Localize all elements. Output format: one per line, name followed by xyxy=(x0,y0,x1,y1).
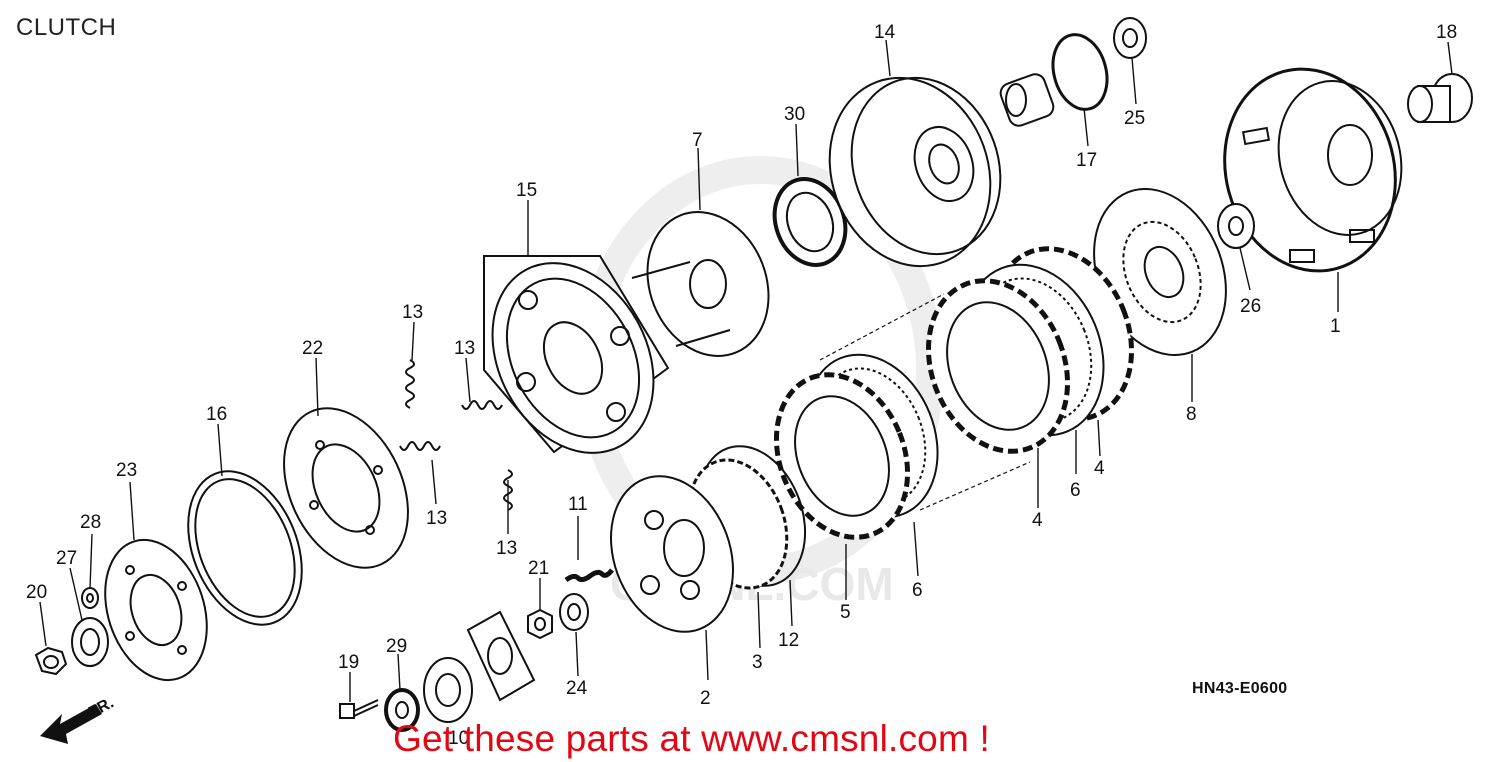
front-arrow: FR. xyxy=(40,694,117,744)
label-part-6[interactable]: 6 xyxy=(1070,480,1081,501)
part-number-labels: 1 2 3 4 4 5 6 6 7 8 10 11 12 13 13 13 13… xyxy=(26,22,1457,749)
part-29-bearing[interactable] xyxy=(384,688,420,732)
part-25-washer[interactable] xyxy=(1113,17,1147,59)
leader-lines xyxy=(39,39,1453,702)
label-part-26[interactable]: 26 xyxy=(1240,296,1261,317)
label-part-12[interactable]: 12 xyxy=(778,630,799,651)
part-1-clutch-outer[interactable] xyxy=(1202,50,1418,291)
label-part-4[interactable]: 4 xyxy=(1094,458,1105,479)
part-22-plate[interactable] xyxy=(260,388,433,588)
part-15-clutch-weights[interactable] xyxy=(461,235,686,481)
label-part-15[interactable]: 15 xyxy=(516,180,537,201)
part-24-washer[interactable] xyxy=(559,593,589,631)
label-part-28[interactable]: 28 xyxy=(80,512,101,533)
part-14-clutch-drum[interactable] xyxy=(804,55,1025,289)
label-part-23[interactable]: 23 xyxy=(116,460,137,481)
part-30-one-way-clutch[interactable] xyxy=(763,169,857,275)
part-20-nut[interactable] xyxy=(34,646,68,676)
label-part-22[interactable]: 22 xyxy=(302,338,323,359)
label-part-27[interactable]: 27 xyxy=(56,548,77,569)
part-9-plate[interactable] xyxy=(466,610,536,702)
label-part-11[interactable]: 11 xyxy=(568,494,588,515)
label-part-6[interactable]: 6 xyxy=(912,580,923,601)
label-part-16[interactable]: 16 xyxy=(206,404,227,425)
label-part-25[interactable]: 25 xyxy=(1124,108,1145,129)
label-part-24[interactable]: 24 xyxy=(566,678,588,699)
part-27-washer[interactable] xyxy=(71,617,109,667)
part-13-spring-b[interactable] xyxy=(461,400,503,410)
part-16-ring[interactable] xyxy=(167,454,323,641)
label-part-14[interactable]: 14 xyxy=(874,22,896,43)
promo-link[interactable]: Get these parts at www.cmsnl.com ! xyxy=(393,718,990,759)
label-part-21[interactable]: 21 xyxy=(528,558,549,579)
label-part-13[interactable]: 13 xyxy=(454,338,475,359)
part-19-bolt[interactable] xyxy=(339,699,379,719)
part-4-friction-disc-b[interactable] xyxy=(904,260,1092,473)
label-part-4[interactable]: 4 xyxy=(1032,510,1043,531)
part-17-gear-shaft[interactable] xyxy=(998,29,1115,129)
part-21-nut[interactable] xyxy=(527,608,553,640)
label-part-7[interactable]: 7 xyxy=(692,130,703,151)
part-10-bearing[interactable] xyxy=(423,657,473,723)
label-part-29[interactable]: 29 xyxy=(386,636,407,657)
label-part-3[interactable]: 3 xyxy=(752,652,763,673)
part-7-drive-plate[interactable] xyxy=(627,194,790,375)
part-13-spring-c[interactable] xyxy=(399,441,441,451)
label-part-30[interactable]: 30 xyxy=(784,104,805,125)
part-2-pressure-hub[interactable] xyxy=(590,459,754,649)
label-part-1[interactable]: 1 xyxy=(1330,316,1341,337)
diagram-code: HN43-E0600 xyxy=(1192,680,1288,697)
label-part-13[interactable]: 13 xyxy=(496,538,517,559)
label-part-18[interactable]: 18 xyxy=(1436,22,1457,43)
part-5-friction-disc[interactable] xyxy=(753,355,931,557)
part-28-washer[interactable] xyxy=(81,587,99,609)
label-part-10[interactable]: 10 xyxy=(448,728,469,749)
diagram-title: CLUTCH xyxy=(16,14,117,41)
part-18-collar[interactable] xyxy=(1407,73,1473,123)
part-11-spring[interactable] xyxy=(564,568,614,583)
part-26-washer[interactable] xyxy=(1217,203,1255,249)
label-part-20[interactable]: 20 xyxy=(26,582,47,603)
part-13-spring-d[interactable] xyxy=(503,469,513,511)
label-part-17[interactable]: 17 xyxy=(1076,150,1097,171)
label-part-13[interactable]: 13 xyxy=(426,508,447,529)
label-part-13[interactable]: 13 xyxy=(402,302,423,323)
label-part-2[interactable]: 2 xyxy=(700,688,711,709)
part-13-spring-a[interactable] xyxy=(405,359,415,409)
label-part-8[interactable]: 8 xyxy=(1186,404,1197,425)
part-23-plate[interactable] xyxy=(88,527,224,694)
label-part-5[interactable]: 5 xyxy=(840,602,851,623)
label-part-19[interactable]: 19 xyxy=(338,652,359,673)
parts-drawing xyxy=(34,17,1473,732)
